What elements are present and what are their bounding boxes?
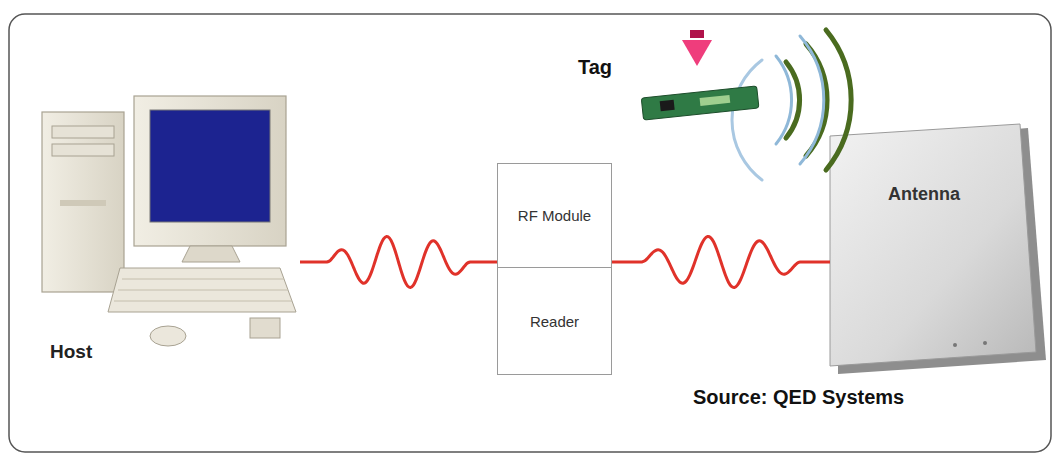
- computer-illustration: [42, 96, 296, 346]
- wave-arc: [800, 36, 824, 164]
- pointer-arrow: [682, 30, 712, 66]
- source-note: Source: QED Systems: [693, 386, 904, 409]
- keyboard: [108, 268, 296, 312]
- tag-coil: [700, 95, 731, 106]
- speaker: [250, 318, 280, 338]
- mouse: [150, 326, 186, 346]
- drive-bay: [52, 126, 114, 138]
- arrow-shaft: [690, 30, 704, 38]
- part-label: Tag: [578, 56, 612, 79]
- tower-slot: [60, 200, 106, 206]
- node-label: RF Module: [518, 207, 591, 224]
- module-box: RF Module: [497, 163, 612, 268]
- antenna-node: Antenna: [830, 128, 1035, 364]
- monitor-stand: [182, 246, 240, 262]
- antenna-panel: [830, 124, 1036, 366]
- tag-board: [641, 86, 759, 120]
- reader-box: Reader: [497, 267, 612, 375]
- wave-arc: [826, 30, 851, 170]
- antenna-screw: [983, 341, 987, 345]
- key-row: [118, 290, 288, 291]
- wave-arc: [732, 60, 762, 180]
- signal-wave: [300, 237, 497, 288]
- drive-bay: [52, 144, 114, 156]
- wave-arc: [776, 56, 792, 144]
- tower: [42, 112, 124, 292]
- monitor-screen: [150, 110, 270, 222]
- signal-wave: [612, 237, 830, 288]
- monitor: [134, 96, 286, 246]
- frame: [9, 14, 1051, 452]
- tag-chip: [660, 100, 675, 111]
- antenna-screw: [953, 343, 957, 347]
- key-row: [114, 301, 292, 302]
- node-label: Host: [50, 341, 92, 363]
- host-node: Host: [30, 95, 300, 385]
- node-label: Reader: [530, 313, 579, 330]
- tag-illustration: [641, 86, 759, 120]
- antenna-illustration: [830, 124, 1046, 374]
- key-row: [122, 279, 284, 280]
- arrow-head: [682, 40, 712, 66]
- node-label: Antenna: [888, 184, 960, 205]
